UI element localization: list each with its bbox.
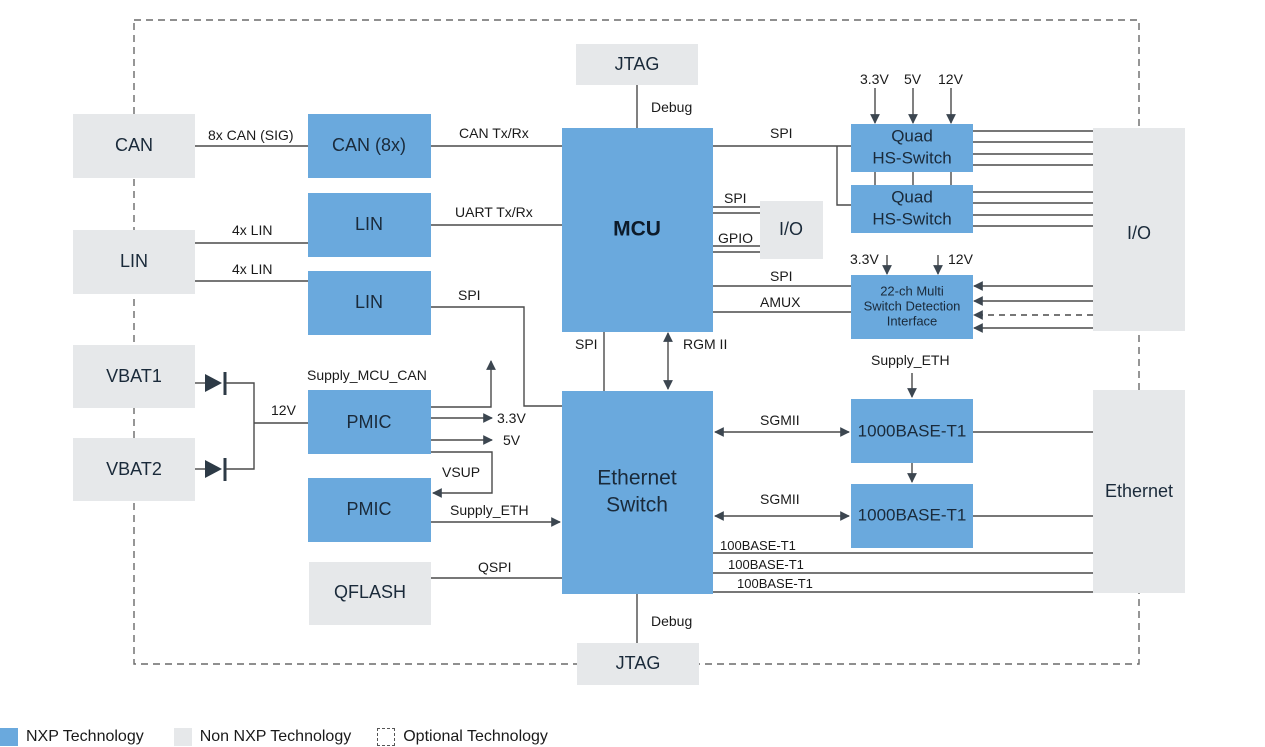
block-ethernet-switch (562, 391, 713, 594)
label-mcu-eth-spi: SPI (575, 336, 598, 352)
svg-text:LIN: LIN (120, 251, 148, 271)
legend: NXP Technology Non NXP Technology Option… (0, 727, 574, 747)
svg-text:Switch Detection: Switch Detection (864, 298, 961, 313)
wires (195, 85, 1093, 643)
svg-text:1000BASE-T1: 1000BASE-T1 (858, 505, 967, 524)
block-pmic-1 (308, 390, 431, 454)
svg-text:1000BASE-T1: 1000BASE-T1 (858, 421, 967, 440)
block-jtag-bottom (577, 643, 699, 685)
block-phy-1000base-t1-1 (851, 399, 973, 463)
svg-text:CAN (8x): CAN (8x) (332, 135, 406, 155)
label-vsup: VSUP (442, 464, 480, 480)
svg-text:Quad: Quad (891, 126, 933, 145)
label-quad-12v: 12V (938, 71, 964, 87)
svg-text:22-ch Multi: 22-ch Multi (880, 283, 944, 298)
wire-vsup (431, 451, 493, 498)
label-can-txrx: CAN Tx/Rx (459, 125, 529, 141)
label-supply-eth-pmic: Supply_ETH (450, 502, 529, 518)
svg-text:I/O: I/O (779, 219, 803, 239)
svg-text:VBAT1: VBAT1 (106, 366, 162, 386)
svg-text:I/O: I/O (1127, 223, 1151, 243)
svg-text:Interface: Interface (887, 313, 938, 328)
wire-spi-quad2 (836, 146, 851, 206)
label-vbat-12v: 12V (271, 402, 297, 418)
svg-text:Switch: Switch (606, 494, 668, 517)
block-jtag-top (576, 44, 698, 85)
block-lin-ext (73, 230, 195, 294)
block-msdi (851, 275, 973, 339)
block-phy-1000base-t1-2 (851, 484, 973, 548)
block-can-8x (308, 114, 431, 178)
svg-text:HS-Switch: HS-Switch (872, 209, 951, 228)
label-mcu-gpio: GPIO (718, 230, 753, 246)
connection-labels: 8x CAN (SIG) 4x LIN 4x LIN CAN Tx/Rx UAR… (208, 71, 974, 629)
label-100base-t1-b: 100BASE-T1 (728, 557, 804, 572)
block-qflash (309, 562, 431, 625)
legend-swatch-optional (377, 728, 396, 746)
label-4x-lin-2: 4x LIN (232, 261, 272, 277)
svg-text:PMIC: PMIC (347, 499, 392, 519)
label-msdi-33v: 3.3V (850, 251, 879, 267)
block-lin-2 (308, 271, 431, 335)
label-amux: AMUX (760, 294, 801, 310)
label-rgmii: RGM II (683, 336, 727, 352)
svg-text:HS-Switch: HS-Switch (872, 148, 951, 167)
block-lin-1 (308, 193, 431, 257)
label-mcu-spi-io: SPI (724, 190, 747, 206)
label-mcu-spi-quad: SPI (770, 125, 793, 141)
block-can-ext (73, 114, 195, 178)
label-4x-lin-1: 4x LIN (232, 222, 272, 238)
svg-text:CAN: CAN (115, 135, 153, 155)
svg-text:MCU: MCU (613, 218, 661, 241)
label-quad-33v: 3.3V (860, 71, 889, 87)
legend-item-optional: Optional Technology (377, 728, 548, 746)
block-pmic-2 (308, 478, 431, 542)
label-lin-spi: SPI (458, 287, 481, 303)
legend-item-non-nxp: Non NXP Technology (173, 728, 351, 746)
svg-text:Ethernet: Ethernet (1105, 481, 1173, 501)
label-debug-bottom: Debug (651, 613, 692, 629)
label-sgmii-1: SGMII (760, 412, 800, 428)
block-vbat2 (73, 438, 195, 501)
wire-supply-mcu-can (431, 360, 496, 408)
label-100base-t1-c: 100BASE-T1 (737, 576, 813, 591)
diode-icon-vbat1 (205, 374, 222, 392)
svg-text:QFLASH: QFLASH (334, 582, 406, 602)
block-io-ext (1093, 128, 1185, 331)
svg-text:JTAG: JTAG (615, 54, 660, 74)
label-pmic-5v: 5V (503, 432, 521, 448)
label-quad-5v: 5V (904, 71, 922, 87)
svg-text:LIN: LIN (355, 214, 383, 234)
label-mcu-spi-msdi: SPI (770, 268, 793, 284)
svg-text:PMIC: PMIC (347, 412, 392, 432)
legend-swatch-nxp (0, 728, 18, 746)
label-supply-mcu-can: Supply_MCU_CAN (307, 367, 427, 383)
svg-text:VBAT2: VBAT2 (106, 459, 162, 479)
block-mcu (562, 128, 713, 332)
block-quad-hs-switch-2 (851, 185, 973, 233)
legend-swatch-non-nxp (173, 728, 192, 746)
block-vbat1 (73, 345, 195, 408)
legend-item-nxp: NXP Technology (0, 728, 144, 746)
svg-text:LIN: LIN (355, 292, 383, 312)
svg-text:Ethernet: Ethernet (597, 467, 677, 490)
block-io-small (760, 201, 823, 259)
wire-lin-spi (431, 306, 562, 407)
label-supply-eth-phy: Supply_ETH (871, 352, 950, 368)
label-qspi: QSPI (478, 559, 511, 575)
svg-text:JTAG: JTAG (616, 653, 661, 673)
label-can-sig: 8x CAN (SIG) (208, 127, 294, 143)
label-100base-t1-a: 100BASE-T1 (720, 538, 796, 553)
label-msdi-12v: 12V (948, 251, 974, 267)
label-pmic-33v: 3.3V (497, 410, 526, 426)
block-ethernet-ext (1093, 390, 1185, 593)
label-uart-txrx: UART Tx/Rx (455, 204, 533, 220)
svg-text:Quad: Quad (891, 187, 933, 206)
label-debug-top: Debug (651, 99, 692, 115)
diode-icon-vbat2 (205, 460, 222, 478)
block-quad-hs-switch-1 (851, 124, 973, 172)
label-sgmii-2: SGMII (760, 491, 800, 507)
